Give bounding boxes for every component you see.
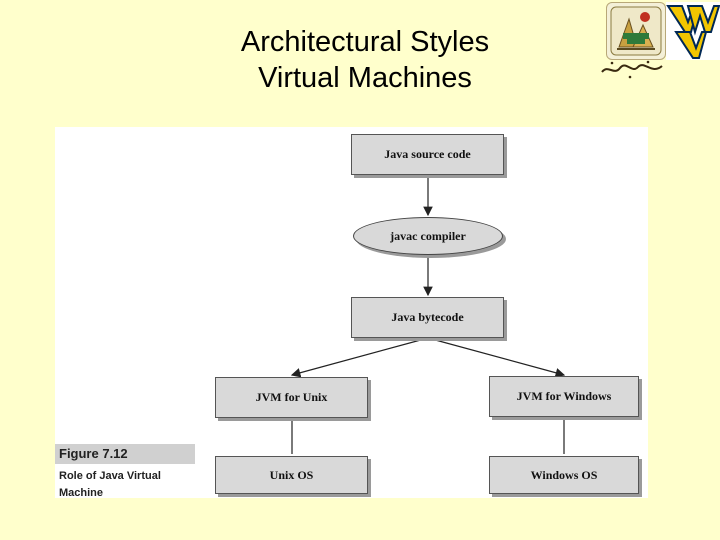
- edge-bytecode-to-jvm-windows: [427, 337, 566, 378]
- edge-bytecode-to-jvm-unix: [290, 337, 429, 378]
- node-java-source-code: Java source code: [351, 134, 504, 175]
- slide-title-line-2: Virtual Machines: [258, 62, 472, 94]
- node-jvm-for-windows: JVM for Windows: [489, 376, 639, 417]
- diagram-connectors: [290, 175, 566, 454]
- figure-number: Figure 7.12: [59, 446, 128, 461]
- cairo-university-seal-icon: [606, 2, 666, 60]
- slide-title: Architectural Styles Virtual Machines: [165, 24, 565, 96]
- node-javac-compiler: javac compiler: [353, 217, 503, 255]
- slide-title-line-1: Architectural Styles: [240, 26, 490, 58]
- node-windows-os: Windows OS: [489, 456, 639, 494]
- node-jvm-for-unix: JVM for Unix: [215, 377, 368, 418]
- seal-arabic-script-icon: [598, 58, 668, 80]
- node-unix-os: Unix OS: [215, 456, 368, 494]
- figure-panel: Java source code javac compiler Java byt…: [55, 127, 648, 499]
- wvu-flying-wv-icon: [666, 2, 720, 60]
- figure-caption: Role of Java Virtual Machine: [59, 470, 161, 499]
- node-java-bytecode: Java bytecode: [351, 297, 504, 338]
- figure-caption-bar: [55, 444, 195, 464]
